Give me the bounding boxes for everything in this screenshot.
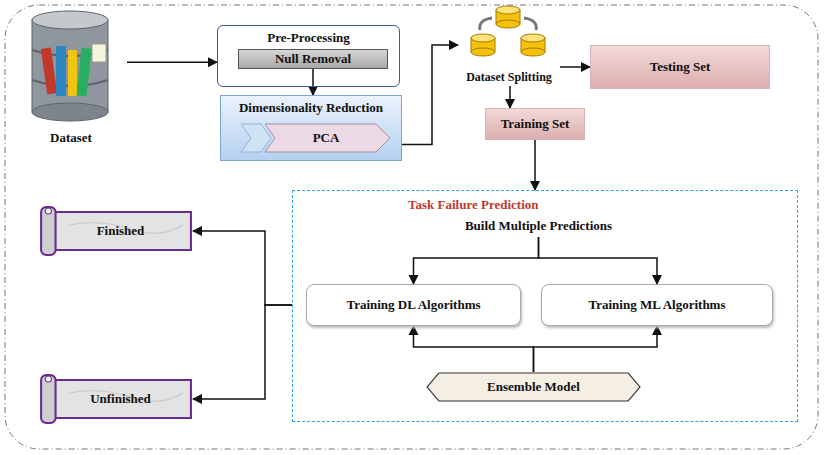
- node-text: Dimensionality Reduction: [239, 100, 383, 116]
- node-text: Null Removal: [275, 51, 351, 67]
- chevron-step: PCA: [241, 123, 391, 153]
- connector-arrow: [509, 86, 511, 108]
- set-box: Testing Set: [590, 45, 770, 89]
- connector-arrow: [414, 237, 539, 284]
- connector-arrow: [127, 61, 217, 63]
- connector-arrow: [312, 69, 314, 95]
- node-text: Dataset Splitting: [466, 70, 552, 84]
- node-text: Testing Set: [650, 59, 711, 75]
- node-text: Dataset: [50, 130, 92, 146]
- connector-arrow: [414, 326, 534, 372]
- connector-arrow: [560, 66, 590, 68]
- node-text: Build Multiple Predictions: [465, 218, 612, 234]
- node-text: PCA: [313, 130, 340, 146]
- connector-arrow: [539, 237, 658, 284]
- node-text: Finished: [97, 223, 145, 239]
- node-text: Task Failure Prediction: [408, 197, 539, 213]
- process-box: Pre-ProcessingNull Removal: [217, 25, 400, 87]
- dataset-node: Dataset: [15, 8, 127, 148]
- split-node: Dataset Splitting: [458, 4, 560, 86]
- connector-arrow: [534, 326, 658, 372]
- connector-arrow: [402, 45, 458, 145]
- node-text: Training Set: [501, 116, 570, 132]
- node-text: Ensemble Model: [487, 379, 580, 395]
- set-box: Training Set: [485, 108, 585, 140]
- node-text: Training ML Algorithms: [589, 297, 726, 313]
- algorithm-box: Training ML Algorithms: [541, 284, 773, 326]
- process-box: Dimensionality ReductionPCA: [220, 95, 402, 161]
- node-text: Training DL Algorithms: [346, 297, 480, 313]
- outcome-scroll: Unfinished: [38, 373, 193, 425]
- outer-border: [5, 5, 818, 449]
- outcome-scroll: Finished: [38, 205, 193, 257]
- connector-arrow: [534, 140, 536, 190]
- ensemble-hexagon: Ensemble Model: [426, 372, 641, 402]
- split-icon: [471, 6, 545, 56]
- step-box: Null Removal: [238, 49, 388, 69]
- database-icon: [32, 11, 108, 121]
- step-label: Build Multiple Predictions: [441, 215, 636, 237]
- algorithm-box: Training DL Algorithms: [306, 284, 521, 326]
- connector-arrow: [193, 231, 292, 305]
- connector-arrow: [193, 305, 292, 399]
- node-text: Unfinished: [90, 391, 151, 407]
- node-text: Pre-Processing: [267, 30, 350, 46]
- prediction-region: Task Failure PredictionBuild Multiple Pr…: [292, 190, 798, 422]
